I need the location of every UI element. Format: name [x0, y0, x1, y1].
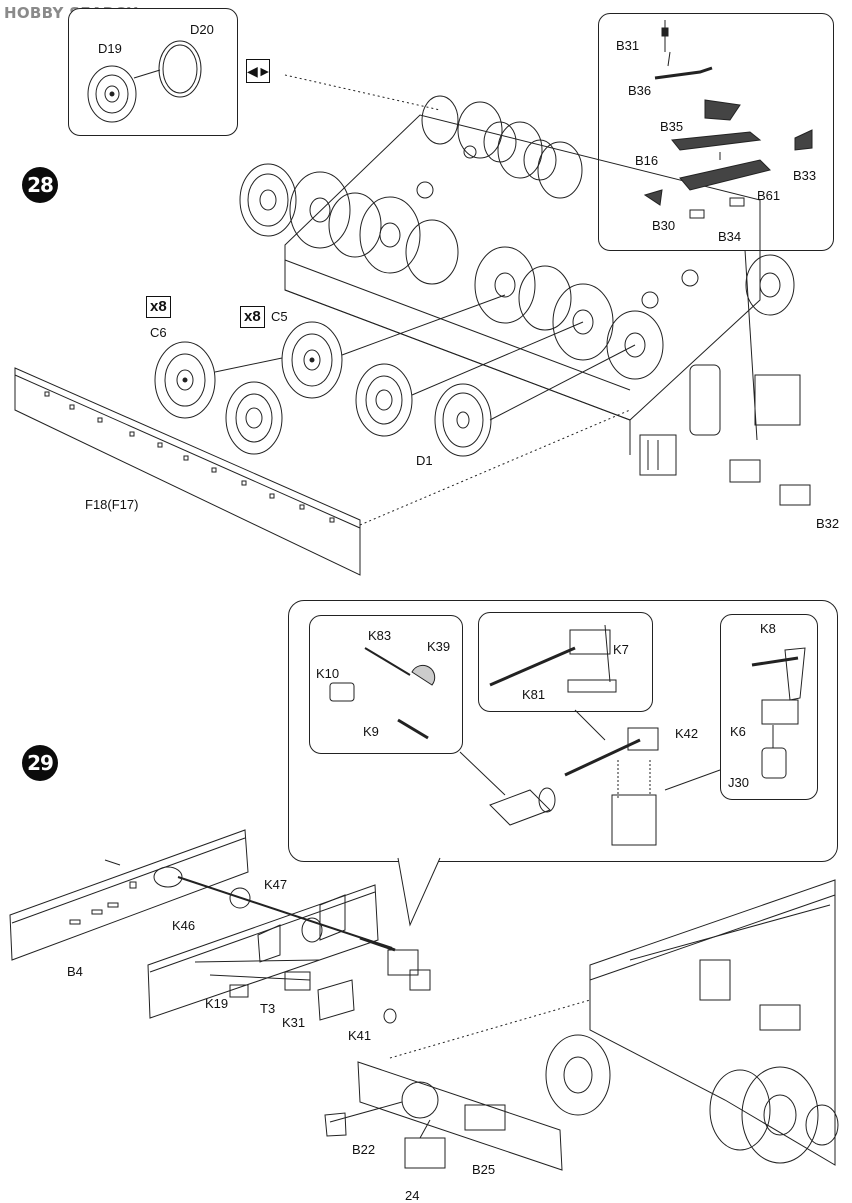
- k8-k6-j30-parts: [751, 647, 806, 779]
- label-b33: B33: [793, 168, 817, 183]
- plate-b4: [9, 829, 249, 961]
- d20-ring-drawing: [158, 40, 202, 98]
- d19-wheel-drawing: [87, 65, 137, 123]
- label-b34: B34: [718, 229, 742, 244]
- label-k8: K8: [760, 621, 776, 636]
- front-road-wheels: [289, 171, 664, 380]
- inset-b-parts: [598, 13, 834, 251]
- label-k39: K39: [427, 639, 451, 654]
- inset-k81-k7: [478, 612, 653, 712]
- label-c5: C5: [271, 309, 288, 324]
- label-k83: K83: [368, 628, 392, 643]
- quantity-c5: x8: [240, 306, 265, 328]
- label-d20: D20: [190, 22, 214, 37]
- b-detail-parts: [643, 20, 813, 219]
- label-b30: B30: [652, 218, 676, 233]
- loose-wheel-4: [355, 363, 413, 437]
- label-k47: K47: [264, 877, 288, 892]
- inset-k8-j30: [720, 614, 818, 800]
- step-28-badge: 28: [22, 167, 58, 203]
- label-k41: K41: [348, 1028, 372, 1043]
- part-b22: [324, 1112, 347, 1137]
- label-k19: K19: [205, 996, 229, 1011]
- label-f18: F18(F17): [85, 497, 139, 512]
- k83-k39-parts: [329, 647, 436, 740]
- plate-k46: [147, 884, 379, 1019]
- rear-road-wheels: [421, 95, 795, 316]
- step-29-badge: 29: [22, 745, 58, 781]
- label-k10: K10: [316, 666, 340, 681]
- direction-arrow-icon: ◀►: [246, 59, 272, 83]
- label-b22: B22: [352, 1142, 376, 1157]
- loose-wheel-2: [225, 381, 283, 455]
- gun-mount-assembly: [489, 727, 659, 846]
- drive-sprocket: [239, 163, 297, 237]
- label-k31: K31: [282, 1015, 306, 1030]
- label-t3: T3: [260, 1001, 276, 1016]
- label-b25: B25: [472, 1162, 496, 1177]
- label-b36: B36: [628, 83, 652, 98]
- hull-drawing: [284, 114, 761, 455]
- label-k7: K7: [613, 642, 629, 657]
- label-k9: K9: [363, 724, 379, 739]
- label-b32: B32: [816, 516, 840, 531]
- label-k46: K46: [172, 918, 196, 933]
- label-c6: C6: [150, 325, 167, 340]
- rear-hull-parts: [639, 364, 811, 506]
- label-k81: K81: [522, 687, 546, 702]
- label-b61: B61: [757, 188, 781, 203]
- label-d1: D1: [416, 453, 433, 468]
- label-b35: B35: [660, 119, 684, 134]
- quantity-c6: x8: [146, 296, 171, 318]
- parts-k19-t3-k31-k41: [194, 959, 397, 1024]
- lower-plate: [357, 1061, 563, 1171]
- hull-lower-right: [545, 879, 839, 1166]
- part-b25: [404, 1137, 446, 1169]
- loose-wheel-d1: [434, 383, 492, 457]
- label-b4: B4: [67, 964, 83, 979]
- inset-k83-k39: [309, 615, 463, 754]
- label-k6: K6: [730, 724, 746, 739]
- side-skirt-f18: [14, 367, 361, 576]
- barrel-assembly: [359, 936, 431, 991]
- page-number: 24: [405, 1188, 420, 1203]
- loose-wheel-c5: [281, 321, 343, 399]
- loose-wheel-c6: [154, 341, 216, 419]
- k81-k7-parts: [489, 624, 617, 693]
- label-b31: B31: [616, 38, 640, 53]
- label-b16: B16: [635, 153, 659, 168]
- label-j30: J30: [728, 775, 749, 790]
- label-k42: K42: [675, 726, 699, 741]
- label-d19: D19: [98, 41, 122, 56]
